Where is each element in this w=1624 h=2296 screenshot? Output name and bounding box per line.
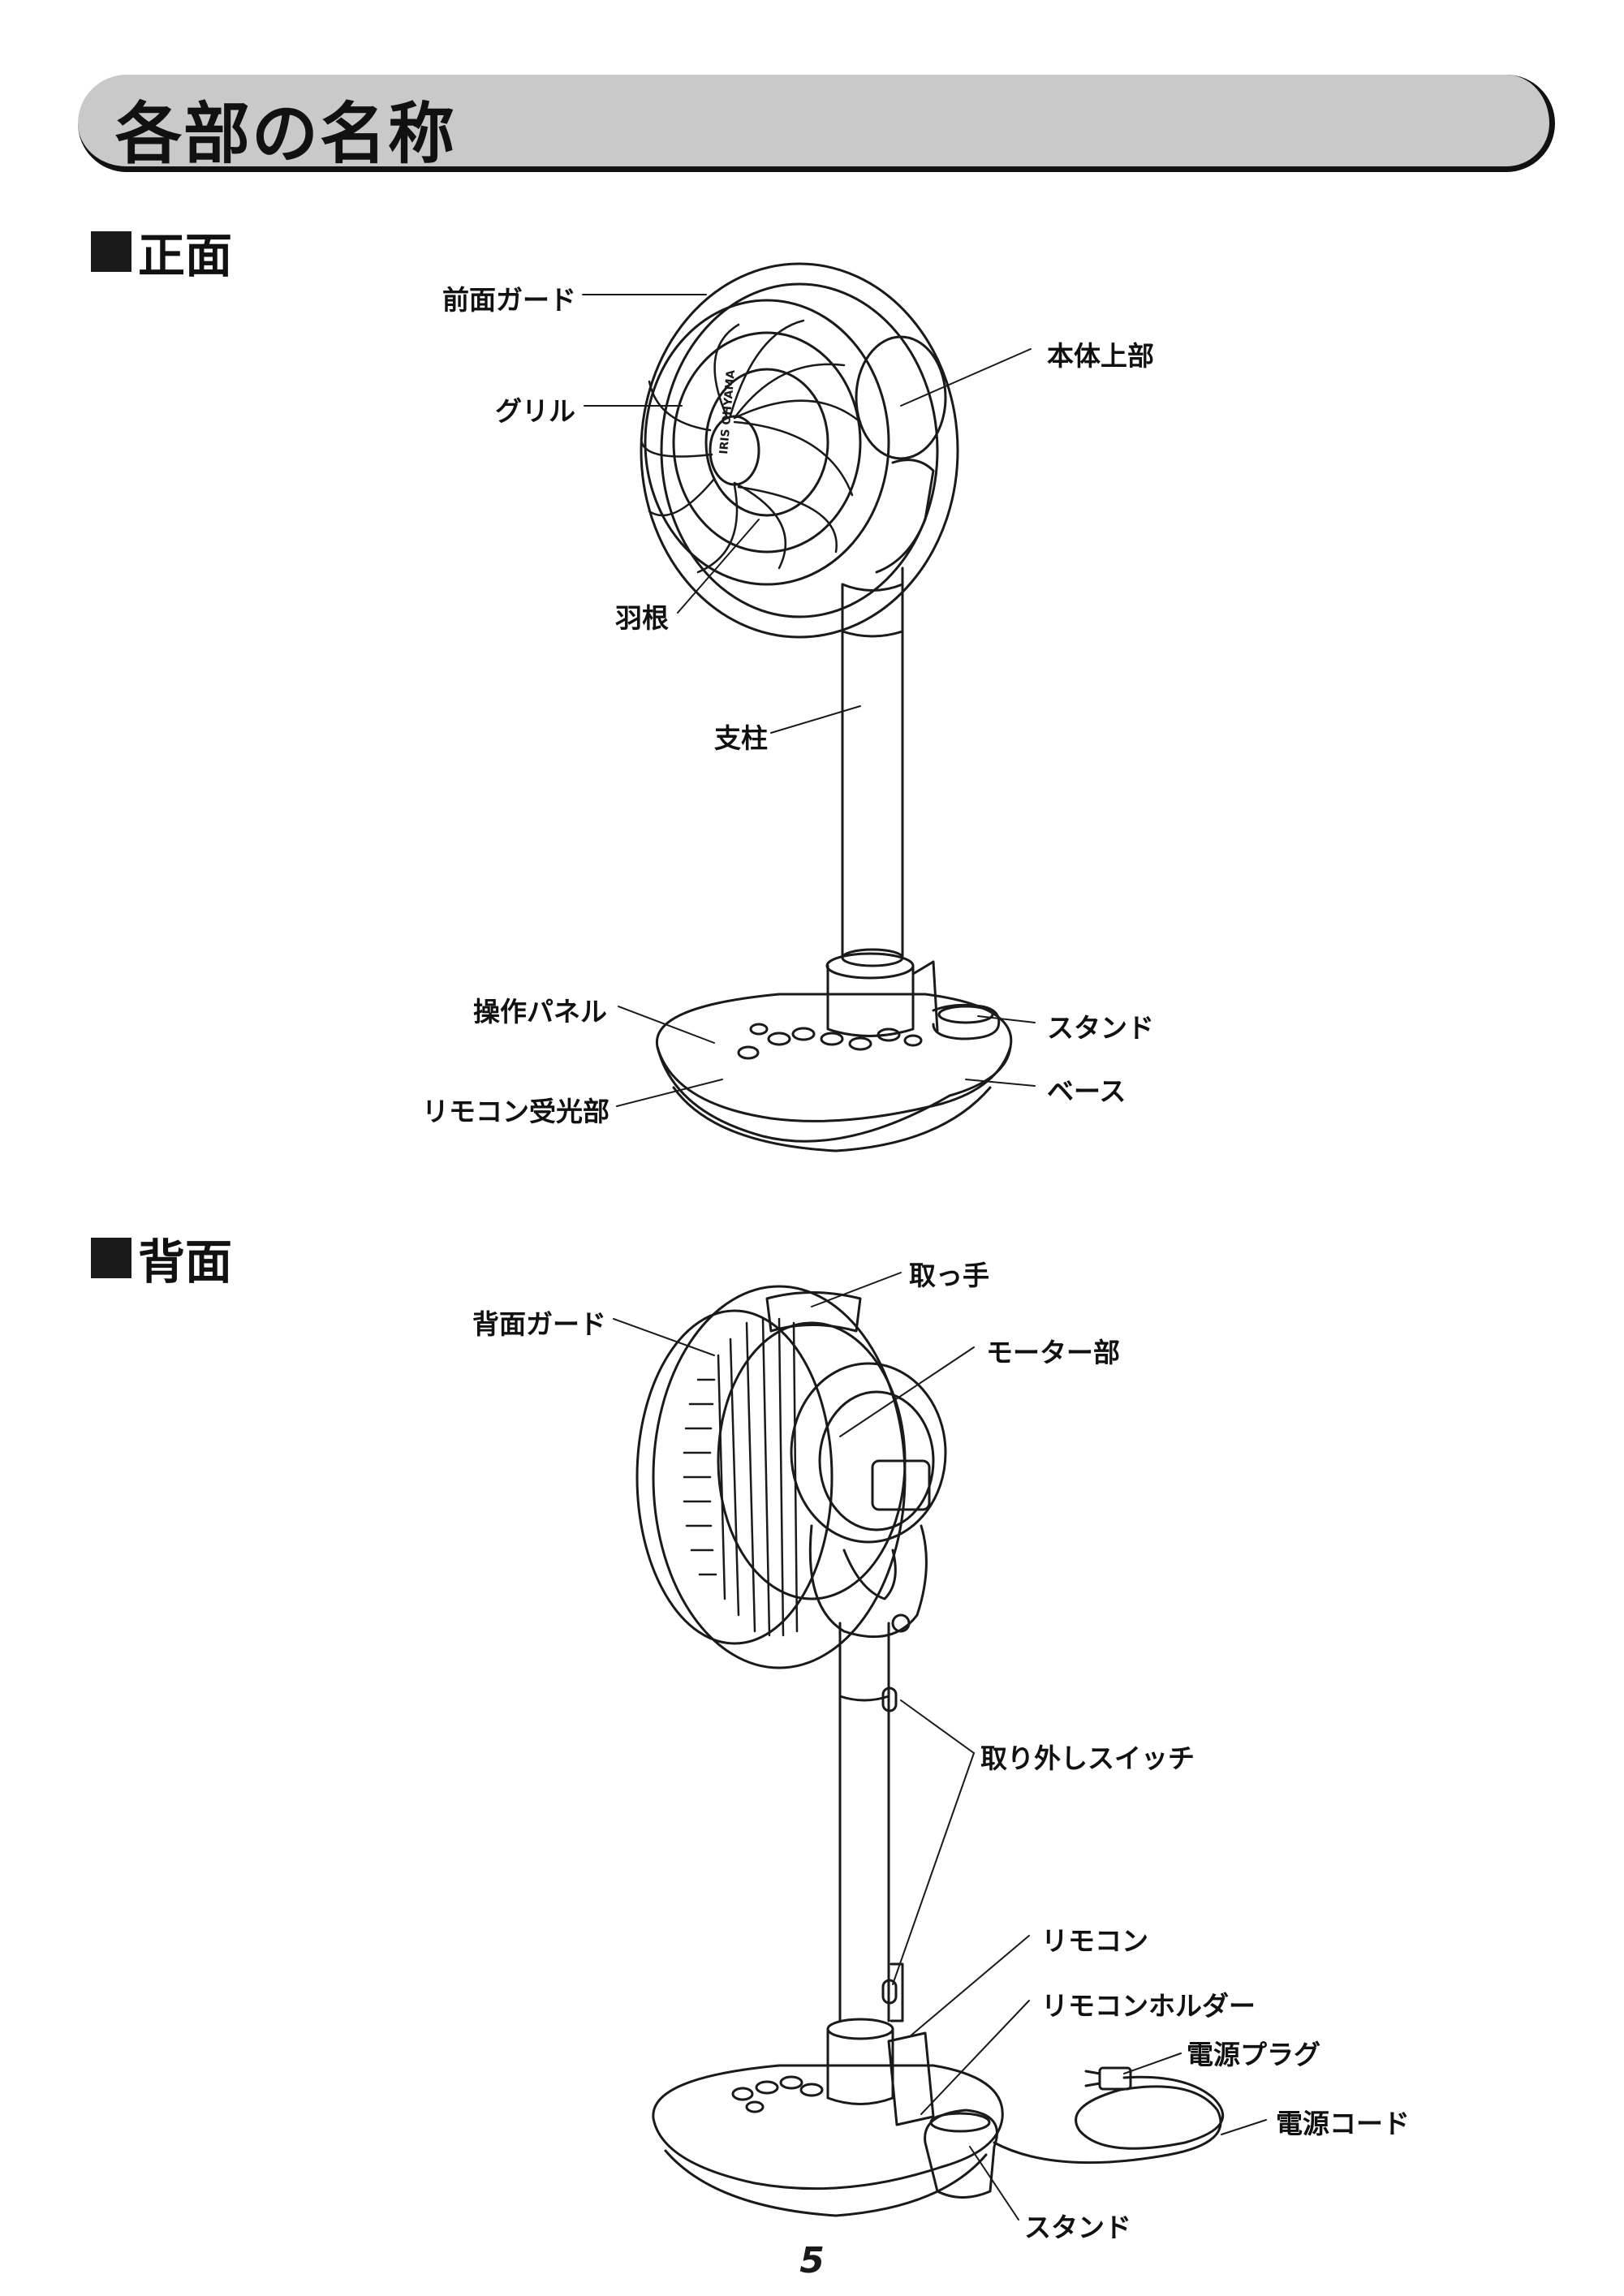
- label-remote-receiver: リモコン受光部: [422, 1096, 610, 1127]
- page-title: 各部の名称: [115, 96, 457, 173]
- front-grille-swirls: [640, 319, 862, 574]
- label-motor: モーター部: [986, 1337, 1120, 1368]
- square-bullet-icon: [91, 231, 131, 272]
- label-control-panel: 操作パネル: [473, 996, 607, 1027]
- title-bar: [78, 75, 1555, 172]
- brand-logo-text: IRIS OHYAMA: [717, 369, 738, 454]
- label-power-plug: 電源プラグ: [1187, 2039, 1320, 2070]
- back-fan-illustration: [635, 1285, 1004, 2217]
- square-bullet-icon: [91, 1238, 131, 1278]
- label-front-guard: 前面ガード: [442, 284, 576, 316]
- section-front-label: 正面: [138, 228, 233, 283]
- section-back-heading: 背面: [91, 1224, 232, 1292]
- label-back-guard: 背面ガード: [472, 1308, 606, 1340]
- label-release-switch: 取り外しスイッチ: [980, 1742, 1195, 1774]
- label-stand-front: スタンド: [1047, 1012, 1154, 1044]
- label-grille: グリル: [495, 395, 575, 427]
- front-fan-illustration: [640, 262, 1013, 1152]
- section-front-heading: 正面: [91, 218, 232, 286]
- label-body-top: 本体上部: [1047, 340, 1154, 372]
- back-guard-ribs: [683, 1317, 799, 1637]
- label-handle: 取っ手: [909, 1260, 989, 1291]
- label-remote: リモコン: [1041, 1925, 1148, 1957]
- power-cord: [993, 2066, 1225, 2165]
- page-number: 5: [799, 2240, 825, 2281]
- label-stand-back: スタンド: [1024, 2212, 1131, 2243]
- section-back-label: 背面: [138, 1234, 233, 1290]
- label-pole: 支柱: [714, 722, 768, 754]
- label-remote-holder: リモコンホルダー: [1041, 1990, 1256, 2022]
- label-base: ベース: [1047, 1075, 1126, 1107]
- leader-lines: [582, 294, 1267, 2221]
- label-blade: 羽根: [615, 602, 669, 634]
- label-power-cord: 電源コード: [1276, 2108, 1410, 2139]
